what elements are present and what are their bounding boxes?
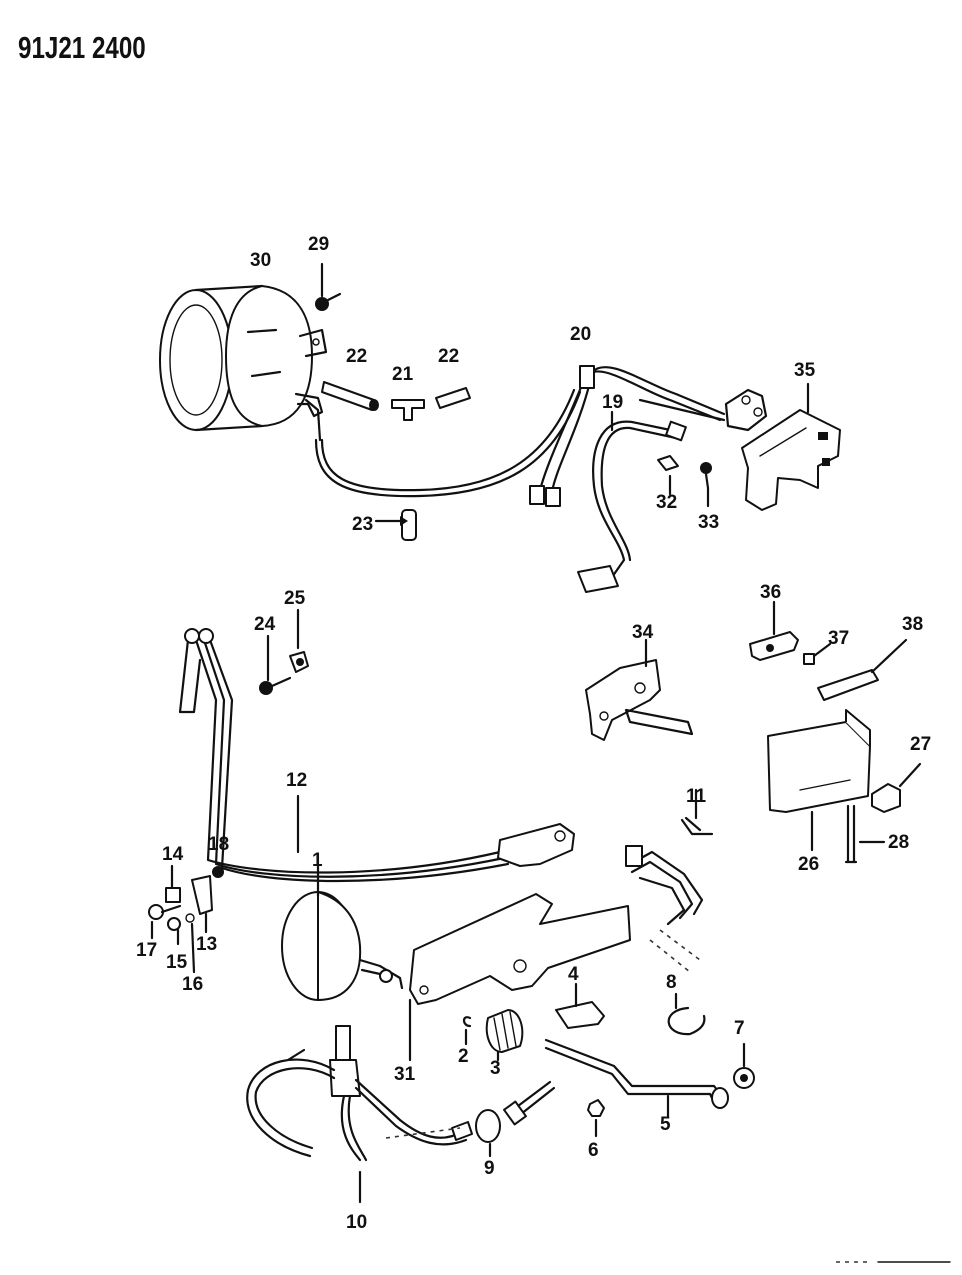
part-22-hose-left <box>321 381 379 411</box>
part-34-switch-bracket <box>585 638 694 741</box>
part-1-vacuum-servo <box>281 864 404 1001</box>
callout-9: 9 <box>484 1158 495 1179</box>
callout-36: 36 <box>760 582 781 603</box>
callout-37: 37 <box>828 628 849 649</box>
part-15-bolt <box>167 917 181 946</box>
callout-27: 27 <box>910 734 931 755</box>
callout-6: 6 <box>588 1140 599 1161</box>
callout-7: 7 <box>734 1018 745 1039</box>
part-28-bolt <box>844 804 886 864</box>
part-18-nut <box>212 866 224 878</box>
part-25-clip <box>289 608 309 673</box>
part-4-bracket <box>555 982 605 1029</box>
part-20-vacuum-harness <box>529 365 768 507</box>
callout-16: 16 <box>182 974 203 995</box>
part-11-clip <box>680 788 714 836</box>
part-16-washer <box>185 913 196 974</box>
callout-21: 21 <box>392 364 414 385</box>
callout-15: 15 <box>166 952 188 973</box>
callout-5: 5 <box>660 1114 671 1135</box>
callout-1: 1 <box>312 850 323 871</box>
part-27-cap <box>871 762 922 813</box>
vacuum-hose-line <box>304 388 582 498</box>
callout-11: 11 <box>686 786 707 807</box>
callout-12: 12 <box>286 770 307 791</box>
linkage-rod <box>503 1080 556 1126</box>
part-24-bolt <box>259 634 292 695</box>
part-7-bushing <box>733 1042 755 1089</box>
diagram-code: 91J21 2400 <box>18 30 146 65</box>
callout-22-left: 22 <box>346 346 367 367</box>
callout-3: 3 <box>490 1058 501 1079</box>
part-32-clip <box>657 455 679 496</box>
part-38-retainer <box>817 638 908 701</box>
callout-19: 19 <box>602 392 623 413</box>
part-23-sleeve <box>374 509 417 541</box>
part-17-bolt <box>148 904 182 940</box>
part-36-plate <box>749 600 799 661</box>
callout-23: 23 <box>352 514 373 535</box>
part-31-bracket <box>408 893 631 1062</box>
part-10-vacuum-valve <box>246 1025 473 1204</box>
part-26-cover <box>767 709 871 852</box>
part-14-clip <box>165 864 181 903</box>
part-37-clip <box>803 642 832 665</box>
callout-25: 25 <box>284 588 306 609</box>
part-8-clip <box>667 992 706 1036</box>
throttle-cable-ends <box>625 845 704 973</box>
callout-38: 38 <box>902 614 923 635</box>
callout-28: 28 <box>888 832 909 853</box>
part-19-wire-assembly <box>577 410 687 593</box>
callout-31: 31 <box>394 1064 416 1085</box>
callout-29: 29 <box>308 234 329 255</box>
part-29-screw <box>315 262 342 311</box>
callout-33: 33 <box>698 512 719 533</box>
part-5-linkage-rod <box>544 1038 729 1118</box>
part-22-hose-right <box>435 387 471 409</box>
part-9-boot <box>475 1109 501 1158</box>
part-2-clip <box>462 1016 472 1046</box>
callout-13: 13 <box>196 934 217 955</box>
callout-26: 26 <box>798 854 819 875</box>
callout-20: 20 <box>570 324 591 345</box>
part-12-cable-assembly <box>178 628 575 883</box>
callout-labels: 29 30 22 21 22 20 35 19 32 33 23 25 24 3… <box>136 234 931 1233</box>
part-21-tee-fitting <box>391 399 425 421</box>
part-3-grommet <box>485 1009 524 1062</box>
callout-17: 17 <box>136 940 157 961</box>
callout-4: 4 <box>568 964 579 985</box>
callout-10: 10 <box>346 1212 367 1233</box>
callout-35: 35 <box>794 360 816 381</box>
part-6-nut <box>587 1099 605 1138</box>
callout-34: 34 <box>632 622 654 643</box>
callout-30: 30 <box>250 250 271 271</box>
callout-22-right: 22 <box>438 346 459 367</box>
callout-14: 14 <box>162 844 184 865</box>
part-13-bracket <box>191 875 213 934</box>
callout-2: 2 <box>458 1046 469 1067</box>
callout-18: 18 <box>208 834 229 855</box>
part-30-servo-canister <box>159 284 328 432</box>
callout-8: 8 <box>666 972 677 993</box>
callout-24: 24 <box>254 614 276 635</box>
part-35-mounting-bracket <box>741 382 841 511</box>
part-33-bolt <box>700 462 712 508</box>
callout-32: 32 <box>656 492 677 513</box>
